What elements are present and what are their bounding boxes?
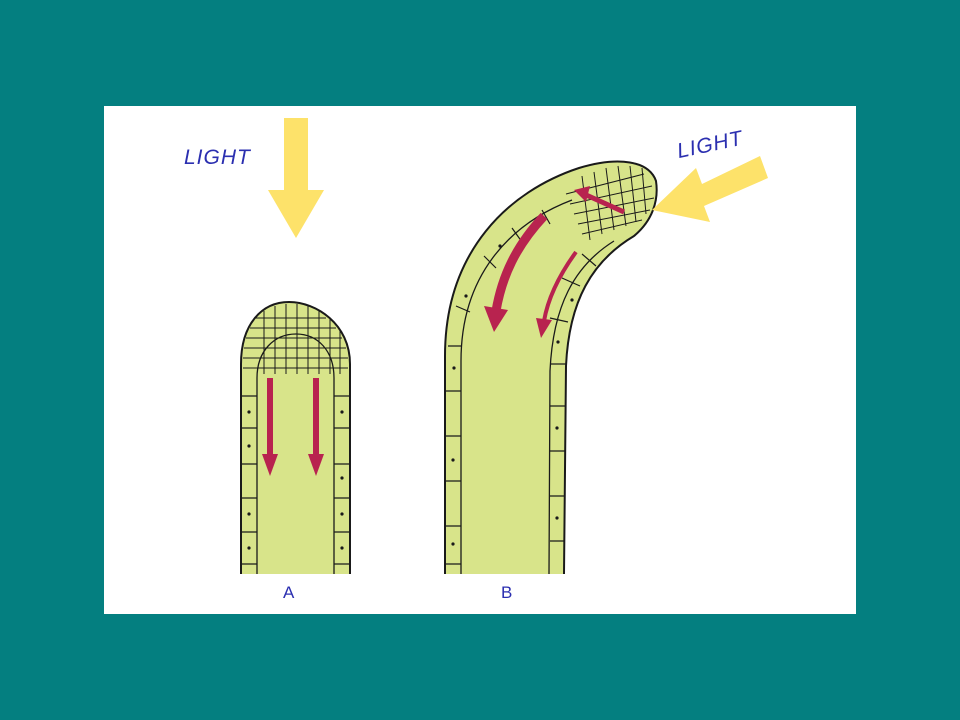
coleoptile-b-nuclei (451, 244, 574, 546)
auxin-arrow-b-right (536, 250, 578, 338)
light-arrow-b (652, 156, 768, 222)
coleoptile-a-body (240, 300, 351, 574)
coleoptile-a-nuclei (247, 410, 344, 550)
light-arrow-a (268, 118, 324, 238)
phototropism-diagram (240, 118, 768, 575)
coleoptile-b-body (444, 160, 658, 575)
coleoptile-b-inner-wall-left (460, 199, 573, 574)
coleoptile-a-side-cells (241, 395, 350, 565)
light-label-a: LIGHT (184, 146, 251, 169)
coleoptile-b-side-cells (445, 209, 597, 565)
coleoptile-a-inner-wall (256, 333, 335, 574)
coleoptile-a-tip-cells (243, 304, 348, 374)
auxin-arrow-a-right (308, 378, 324, 476)
panel-label-b: B (501, 583, 513, 602)
coleoptile-a (240, 300, 351, 574)
coleoptile-b (444, 160, 658, 575)
auxin-arrow-a-left (262, 378, 278, 476)
diagram-panel: LIGHT LIGHT A B (104, 106, 856, 614)
auxin-arrow-b-left (484, 212, 548, 332)
auxin-arrow-b-lateral (574, 186, 626, 215)
panel-label-a: A (283, 583, 295, 602)
coleoptile-b-inner-wall-right (548, 240, 615, 575)
